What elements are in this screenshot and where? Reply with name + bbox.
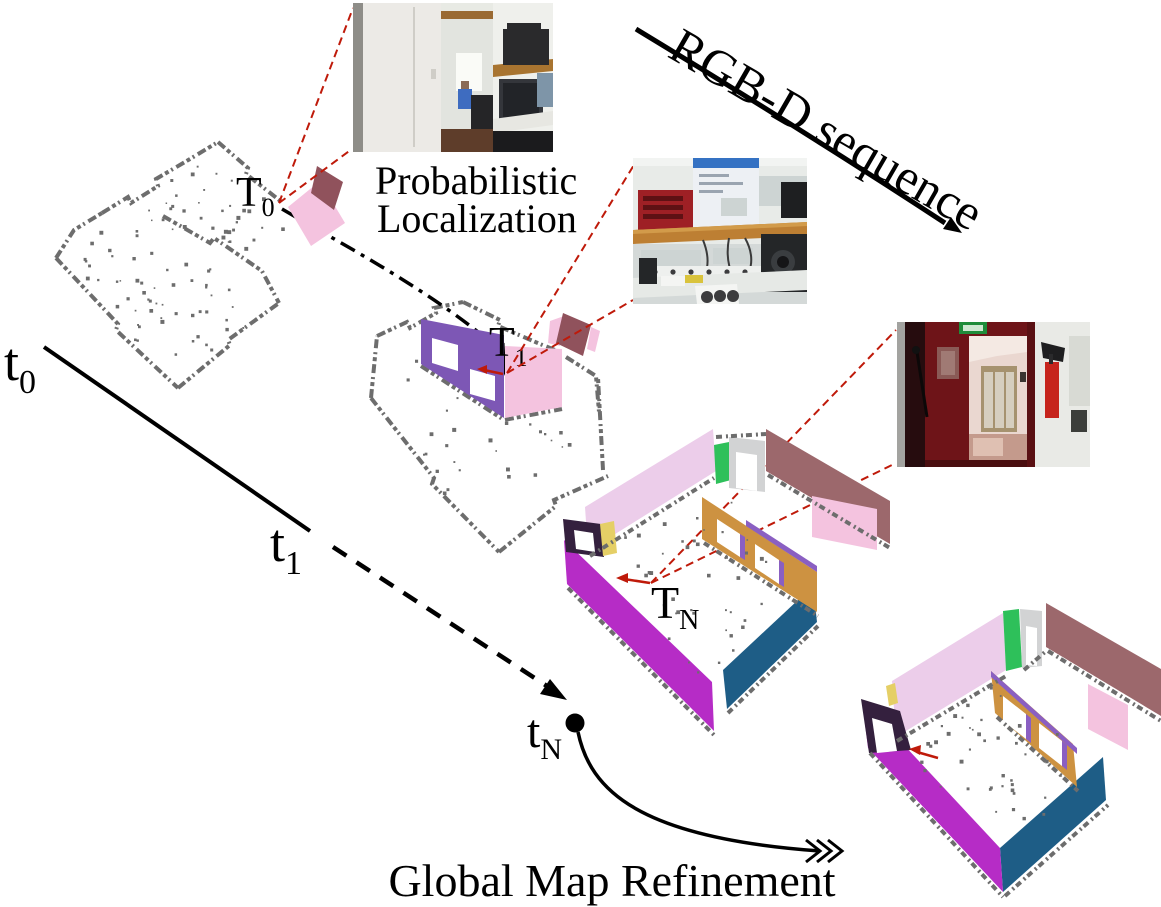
triple-chevron-arrowhead (805, 838, 845, 864)
rgbd-sequence-arrow (634, 26, 947, 226)
pose-arrow-t1 (483, 368, 504, 376)
timeline-dashed-segment (331, 545, 552, 690)
refined-wall-map (861, 603, 1161, 899)
time-label-t0: t0 (4, 332, 36, 401)
wall-map-tn: TN (563, 429, 892, 737)
green-door (1003, 609, 1022, 671)
blue-wall (1000, 757, 1106, 892)
maroon-wall (1046, 603, 1161, 716)
yellow-panel (886, 683, 898, 706)
pose-arrow-tn (623, 577, 651, 585)
timeline-arrowhead (540, 679, 567, 700)
orange-window-2 (1039, 723, 1062, 766)
time-label-t1: t1 (270, 513, 302, 582)
pale-pink-wall (585, 429, 716, 551)
timeline: t0 t1 tN (4, 332, 845, 864)
camera-frustum-t0 (288, 166, 345, 246)
point-cloud-map-t0 (54, 140, 320, 390)
orange-window-1 (1003, 696, 1026, 739)
blue-wall (723, 586, 817, 709)
rgbd-sequence-arrowhead (943, 217, 962, 233)
pose-label-t1: T1 (489, 320, 528, 372)
speckles-refined-map (920, 686, 1062, 821)
probabilistic-localization-label: Probabilistic Localization (375, 158, 577, 241)
svg-text:Localization: Localization (377, 196, 577, 241)
speckles-map-t0-lower (83, 241, 245, 356)
speckles-map-tn (624, 501, 768, 674)
speckles-map-t0-upper (99, 165, 285, 287)
purple-wall-window-2 (470, 369, 495, 401)
rgbd-photo-lab-bench (633, 158, 807, 304)
frustum-maroon-plane (311, 166, 343, 210)
purple-trim (746, 520, 817, 572)
pink-doorway-wall (1088, 684, 1128, 750)
timeline-solid-segment (42, 345, 312, 533)
pose-label-tn: TN (651, 577, 699, 636)
svg-text:Probabilistic: Probabilistic (375, 158, 577, 203)
orange-window-1 (717, 519, 740, 557)
frustum-pink-sliver-right (587, 327, 600, 352)
time-label-tn: tN (527, 705, 562, 766)
timeline-tn-dot (565, 713, 585, 733)
frustum-pink-plane (288, 181, 345, 246)
rgbd-photo-office (353, 3, 553, 152)
pose-arrow-refined (916, 750, 939, 760)
planar-walls-t1 (421, 313, 600, 418)
pose-label-t0: T0 (236, 170, 275, 222)
green-door (714, 442, 731, 484)
purple-trim (991, 671, 1077, 754)
magenta-wall (564, 540, 714, 731)
frustum-maroon-plane (556, 313, 591, 356)
global-map-refinement-label: Global Map Refinement (388, 855, 835, 906)
rgbd-photo-corridor (897, 322, 1090, 467)
pink-wall (505, 346, 562, 418)
pale-pink-wall (892, 613, 1006, 737)
refinement-curve-arrow (576, 731, 821, 853)
orange-window-2 (755, 544, 779, 584)
purple-wall-window-1 (432, 338, 458, 371)
